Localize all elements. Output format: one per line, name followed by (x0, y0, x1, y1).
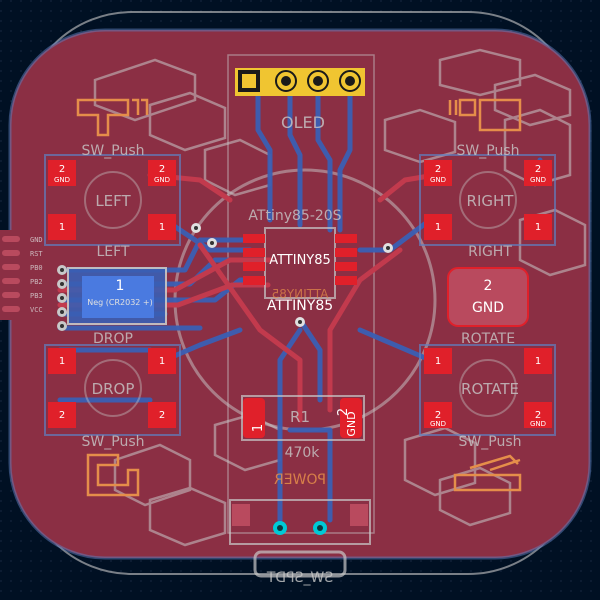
attiny-mirror-label: ATTINY85 (272, 287, 329, 301)
switch-label: SW_SPDT (266, 570, 333, 586)
button-right (419, 154, 556, 246)
button-drop-pad-n: 1 (59, 356, 65, 367)
battery-pad-number: 1 (116, 278, 125, 294)
oled-header (235, 68, 365, 96)
edge-vias (57, 265, 67, 331)
button-left-sub: LEFT (96, 244, 129, 260)
edge-connector-labels: GND RST PB0 PB2 PB3 VCC (30, 236, 43, 314)
edge-label-pb3: PB3 (30, 292, 43, 300)
button-right-sub: RIGHT (468, 244, 512, 260)
resistor-value: 470k (285, 445, 321, 461)
edge-connector (0, 230, 20, 320)
resistor-ref: R1 (290, 408, 310, 426)
gnd-pad-label: GND (472, 300, 504, 316)
button-left-pad-n: 2 (59, 164, 65, 175)
button-right-pad-n: 2 (535, 164, 541, 175)
orange-rotate-icon (453, 454, 522, 492)
battery-pad (67, 267, 167, 325)
button-right-pad-n: 1 (435, 222, 441, 233)
attiny-ref-label: ATtiny85-20S (248, 208, 341, 224)
button-left-pad-n: 1 (59, 222, 65, 233)
edge-label-pb2: PB2 (30, 278, 43, 286)
orange-arrow-icon-drop (86, 453, 140, 497)
gnd-pad-right (447, 267, 529, 327)
button-rotate-pad-n: 2 (535, 410, 541, 421)
button-left-pad-n: 1 (159, 222, 165, 233)
button-rotate (419, 344, 556, 436)
attiny-value-label: ATTINY85 (269, 253, 331, 268)
attiny-value-label-2: ATTINY85 (267, 298, 333, 314)
resistor-pad-2: 2 (336, 408, 351, 416)
button-left-pad-n: 2 (159, 164, 165, 175)
vias (191, 223, 393, 327)
power-switch (229, 499, 371, 578)
button-rotate-pad-n: 2 (435, 410, 441, 421)
center-strip (227, 54, 375, 534)
button-right-ref: SW_Push (457, 143, 520, 159)
orange-arrow-icon-left (76, 98, 149, 137)
resistor-r1 (241, 395, 365, 441)
button-rotate-ref: SW_Push (459, 434, 522, 450)
edge-label-pb0: PB0 (30, 264, 43, 272)
button-rotate-pad-gnd: GND (530, 420, 546, 428)
oled-label: OLED (281, 113, 325, 132)
attiny-footprint (243, 227, 357, 299)
button-rotate-pad-gnd: GND (430, 420, 446, 428)
button-left-ref: SW_Push (82, 143, 145, 159)
resistor-pad-2-gnd: GND (345, 411, 358, 436)
gnd-pad-number: 2 (484, 278, 493, 294)
button-drop (44, 344, 181, 436)
button-right-pad-n: 2 (435, 164, 441, 175)
resistor-pad-1: 1 (251, 424, 266, 432)
button-right-pad-gnd: GND (530, 176, 546, 184)
button-drop-pad-n: 2 (159, 410, 165, 421)
button-right-name: RIGHT (467, 192, 515, 210)
button-right-pad-n: 1 (535, 222, 541, 233)
button-rotate-name: ROTATE (461, 380, 519, 398)
button-drop-pad-n: 1 (159, 356, 165, 367)
button-rotate-sub: ROTATE (461, 331, 515, 347)
orange-arrow-icon-right (448, 98, 522, 132)
button-left-pad-gnd: GND (54, 176, 70, 184)
button-drop-ref: SW_Push (82, 434, 145, 450)
button-rotate-pad-n: 1 (535, 356, 541, 367)
battery-pad-sub: Neg (CR2032 +) (87, 298, 153, 307)
button-left-pad-gnd: GND (154, 176, 170, 184)
button-drop-pad-n: 2 (59, 410, 65, 421)
button-drop-sub: DROP (93, 331, 133, 347)
button-right-pad-gnd: GND (430, 176, 446, 184)
button-drop-name: DROP (92, 380, 135, 398)
edge-label-vcc: VCC (30, 306, 43, 314)
button-rotate-pad-n: 1 (435, 356, 441, 367)
power-label: POWER (274, 472, 326, 488)
button-left-name: LEFT (95, 192, 131, 210)
edge-label-gnd: GND (30, 236, 43, 244)
button-left (44, 154, 181, 246)
edge-label-rst: RST (30, 250, 43, 258)
